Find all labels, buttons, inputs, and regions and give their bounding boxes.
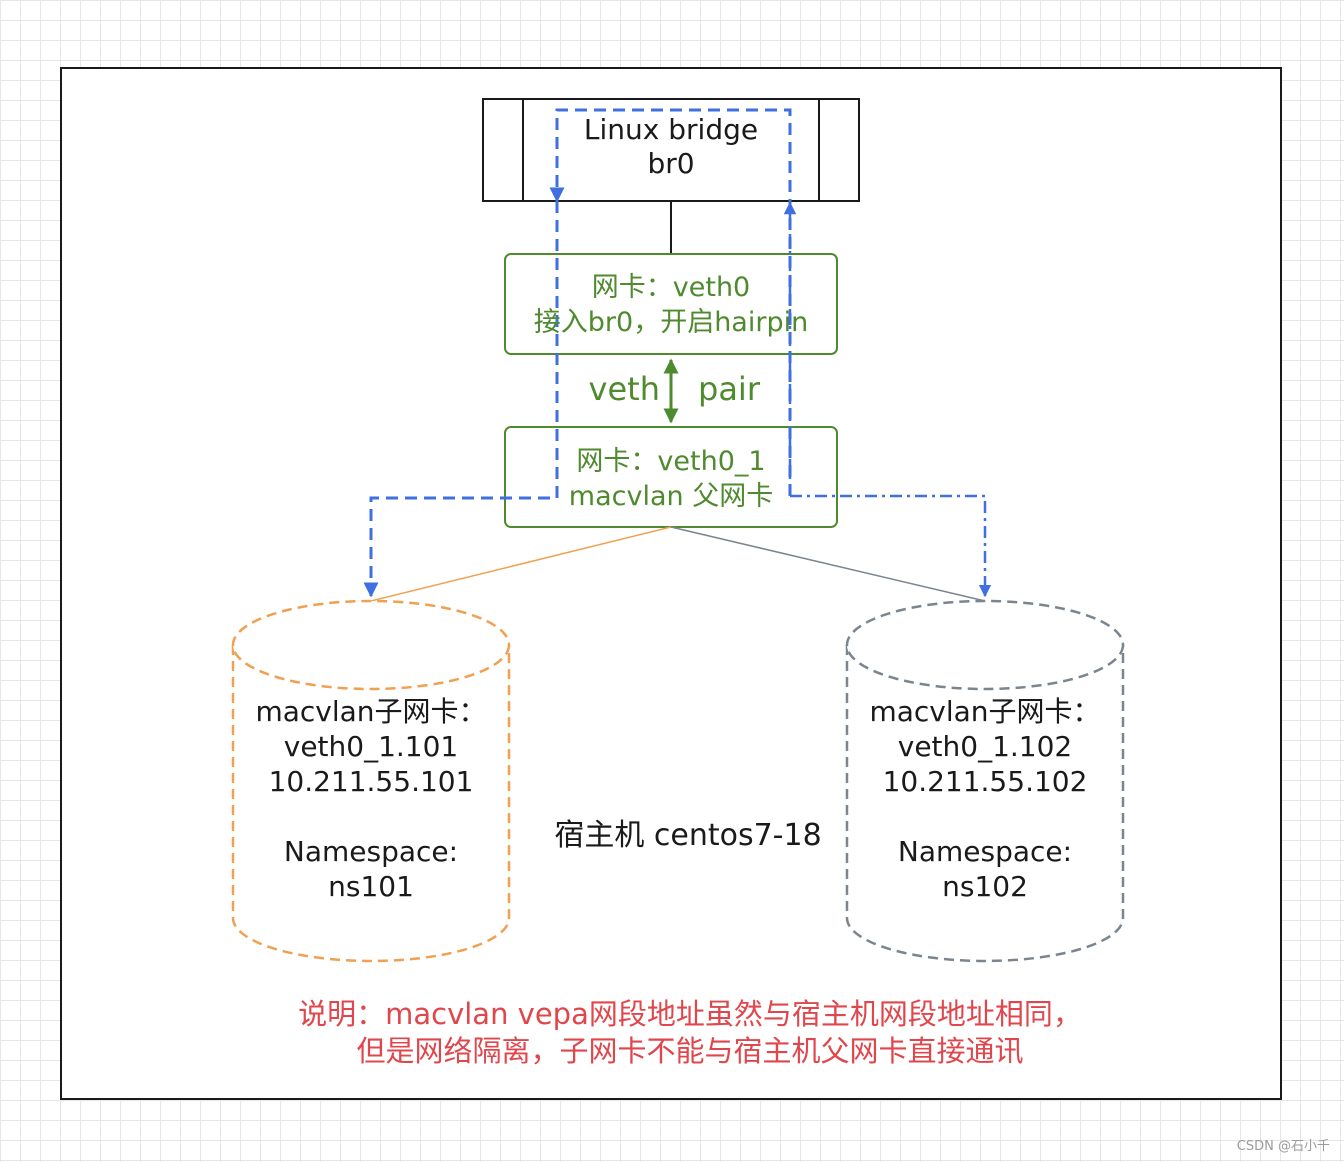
ns102-label: macvlan子网卡： veth0_1.102 10.211.55.102 Na… — [847, 694, 1123, 904]
bridge-name: Linux bridge — [583, 113, 759, 146]
veth0-desc: 接入br0，开启hairpin — [533, 307, 809, 338]
ns102-cylinder — [845, 599, 1125, 963]
ns102-title: macvlan子网卡： — [869, 695, 1101, 728]
ns101-iface: veth0_1.101 — [283, 730, 459, 763]
flow-dashed-down-ns101 — [363, 201, 559, 598]
ns102-ns-label: Namespace: — [897, 835, 1073, 868]
ns102-ip: 10.211.55.102 — [882, 765, 1088, 798]
flow-dashdot-to-ns102 — [790, 494, 992, 598]
bridge-label: Linux bridge br0 — [523, 113, 819, 181]
note-text: 说明：macvlan vepa网段地址虽然与宿主机网段地址相同， 但是网络隔离，… — [200, 996, 1180, 1070]
ns101-cylinder — [231, 599, 511, 963]
veth0-1-label: 网卡：veth0_1 macvlan 父网卡 — [505, 444, 837, 514]
link-to-ns102 — [670, 526, 986, 602]
note-line-2: 但是网络隔离，子网卡不能与宿主机父网卡直接通讯 — [356, 1034, 1024, 1068]
note-line-1: 说明：macvlan vepa网段地址虽然与宿主机网段地址相同， — [298, 997, 1082, 1031]
ns102-iface: veth0_1.102 — [897, 730, 1073, 763]
ns101-ns-label: Namespace: — [283, 835, 459, 868]
veth-pair-right-label: pair — [698, 370, 760, 408]
host-label: 宿主机 centos7-18 — [554, 818, 822, 853]
ns102-ns-name: ns102 — [942, 870, 1028, 903]
ns101-title: macvlan子网卡： — [255, 695, 487, 728]
link-to-ns101 — [370, 526, 672, 602]
linux-bridge-box — [482, 98, 860, 202]
ns101-label: macvlan子网卡： veth0_1.101 10.211.55.101 Na… — [233, 694, 509, 904]
veth0-title: 网卡：veth0 — [591, 272, 751, 303]
bridge-id: br0 — [647, 147, 695, 180]
veth-pair-left-label: veth — [588, 370, 660, 408]
ns101-ns-name: ns101 — [328, 870, 414, 903]
veth0-1-title: 网卡：veth0_1 — [576, 446, 766, 477]
ns101-ip: 10.211.55.101 — [268, 765, 474, 798]
veth0-1-desc: macvlan 父网卡 — [568, 481, 774, 512]
veth0-label: 网卡：veth0 接入br0，开启hairpin — [505, 270, 837, 340]
veth0-box — [504, 253, 838, 355]
watermark: CSDN @石小千 — [1236, 1139, 1330, 1154]
